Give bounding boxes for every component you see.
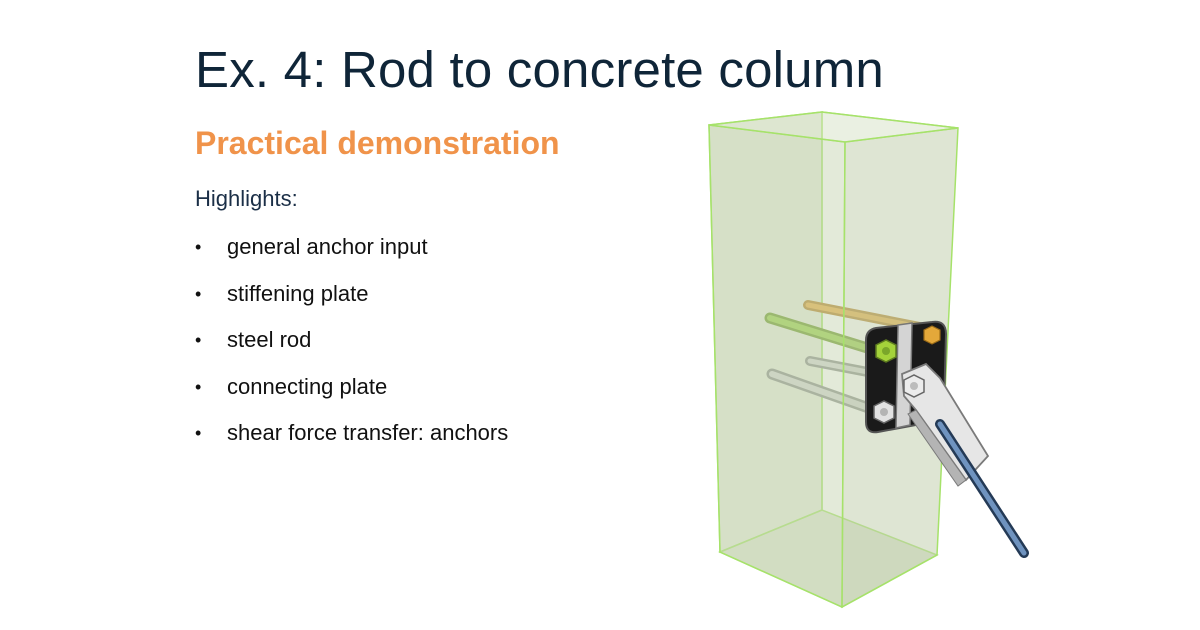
list-item: • general anchor input <box>195 233 508 280</box>
concrete-column-connection-illustration <box>708 111 1029 609</box>
highlights-label: Highlights: <box>195 186 298 211</box>
bullet-icon: • <box>195 423 202 443</box>
bullet-icon: • <box>195 376 202 397</box>
list-item: • steel rod <box>195 326 508 373</box>
bolt-grey-lower <box>880 408 888 416</box>
steel-rod-highlight <box>937 421 1027 556</box>
list-item: • connecting plate <box>195 373 508 420</box>
bullet-text: steel rod <box>227 327 312 352</box>
bullet-text: connecting plate <box>227 373 388 399</box>
bolt-green <box>882 347 890 355</box>
column-top-face <box>708 111 959 143</box>
connecting-plate-shadow <box>907 409 967 487</box>
bullet-icon: • <box>195 283 202 304</box>
bullet-text: general anchor input <box>227 234 428 259</box>
bullet-icon: • <box>195 237 202 257</box>
highlights-list: •general anchor input •stiffening plate … <box>195 233 508 466</box>
slide-title: Ex. 4: Rod to concrete column <box>195 41 884 98</box>
nut-orange <box>923 325 941 345</box>
list-item: • shear force transfer: anchors <box>195 419 508 466</box>
list-item: • stiffening plate <box>195 280 508 327</box>
bolt-connecting <box>910 382 918 390</box>
bullet-icon: • <box>195 330 202 350</box>
bullet-text: shear force transfer: anchors <box>227 420 509 445</box>
column-front-left-face <box>708 124 846 609</box>
slide-subtitle: Practical demonstration <box>195 125 560 161</box>
bullet-text: stiffening plate <box>227 280 369 306</box>
